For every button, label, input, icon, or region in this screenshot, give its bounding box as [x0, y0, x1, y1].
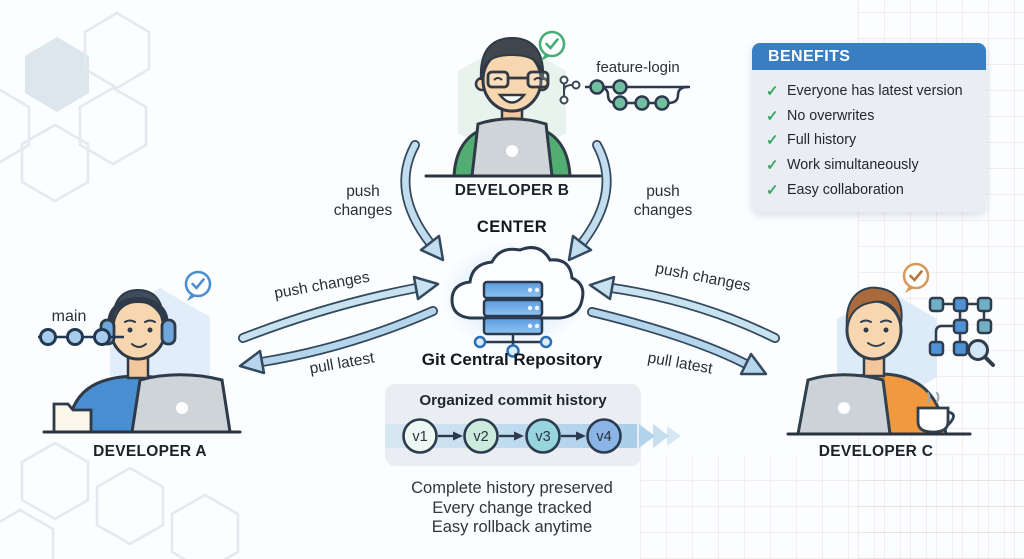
- check-icon: ✓: [766, 157, 779, 175]
- benefit-text: Full history: [787, 132, 857, 149]
- developer-a-illustration: [42, 288, 242, 434]
- network-nodes: [473, 334, 553, 358]
- developer-a-label: DEVELOPER A: [93, 443, 207, 460]
- main-branch-graph: [38, 328, 124, 346]
- hexagon-pattern-decoration: [0, 11, 240, 559]
- footer-line: Every change tracked: [432, 498, 592, 517]
- benefit-text: No overwrites: [787, 107, 875, 124]
- grid-pattern-decoration-bottom: [640, 455, 1024, 559]
- server-stack-icon: [482, 280, 544, 336]
- commit-node-v2: [463, 418, 499, 454]
- developer-b-label: DEVELOPER B: [454, 182, 570, 199]
- developer-b-illustration: [424, 36, 602, 178]
- check-icon: ✓: [766, 132, 779, 150]
- benefit-item: ✓ Full history: [766, 128, 976, 153]
- commit-label: v1: [412, 429, 427, 445]
- footer-line: Complete history preserved: [411, 479, 613, 497]
- commit-label: v2: [473, 429, 488, 445]
- check-icon: ✓: [766, 181, 779, 199]
- benefit-item: ✓ Everyone has latest version: [766, 79, 976, 104]
- repository-caption: Git Central Repository: [421, 350, 603, 369]
- commit-node-v1: [402, 418, 438, 454]
- laptop-icon: [796, 373, 892, 436]
- laptop-icon: [470, 117, 554, 178]
- arrow-label-top-left: push changes: [333, 183, 393, 219]
- check-bubble-icon: [902, 262, 930, 293]
- benefit-text: Everyone has latest version: [787, 83, 963, 100]
- arrow-label-right-push: push changes: [653, 259, 753, 296]
- laptop-icon: [130, 373, 232, 434]
- benefit-summary-text: Complete history preserved Every change …: [362, 479, 662, 538]
- commit-node-v4: [586, 418, 622, 454]
- center-heading: CENTER: [476, 218, 548, 236]
- commit-label: v4: [596, 429, 611, 445]
- feature-branch-graph: [585, 79, 690, 111]
- commit-label: v3: [535, 429, 550, 445]
- git-branch-icon: [559, 75, 581, 105]
- benefit-text: Work simultaneously: [787, 157, 919, 174]
- benefit-item: ✓ Easy collaboration: [766, 177, 976, 202]
- commit-history-title: Organized commit history: [419, 392, 607, 409]
- commit-history-panel: Organized commit history: [385, 384, 681, 466]
- commit-history-graph: v1 v2 v3 v4: [385, 418, 681, 454]
- main-branch-label: main: [51, 308, 87, 325]
- benefits-header: BENEFITS: [752, 43, 986, 70]
- benefit-text: Easy collaboration: [787, 181, 904, 198]
- check-icon: ✓: [766, 107, 779, 125]
- commit-nodes: [589, 79, 670, 111]
- benefits-list: ✓ Everyone has latest version ✓ No overw…: [752, 70, 986, 212]
- glasses-icon: [486, 70, 550, 89]
- magnifier-icon: [967, 339, 995, 367]
- footer-line: Easy rollback anytime: [431, 518, 593, 536]
- git-central-repository-icon: [441, 242, 585, 358]
- check-bubble-icon: [184, 270, 212, 301]
- benefit-item: ✓ Work simultaneously: [766, 153, 976, 178]
- check-icon: ✓: [766, 83, 779, 101]
- benefits-panel: BENEFITS ✓ Everyone has latest version ✓…: [752, 43, 986, 212]
- arrow-label-right-pull: pull latest: [646, 349, 714, 378]
- check-bubble-icon: [538, 30, 566, 61]
- developer-c-illustration: [786, 286, 972, 436]
- commit-node-v3: [525, 418, 561, 454]
- coffee-cup-icon: [916, 392, 955, 434]
- commit-graph-search-icon: [928, 296, 995, 367]
- arrow-label-top-right: push changes: [633, 183, 693, 219]
- developer-c-label: DEVELOPER C: [818, 443, 934, 460]
- benefit-item: ✓ No overwrites: [766, 104, 976, 129]
- feature-branch-label: feature-login: [596, 59, 680, 76]
